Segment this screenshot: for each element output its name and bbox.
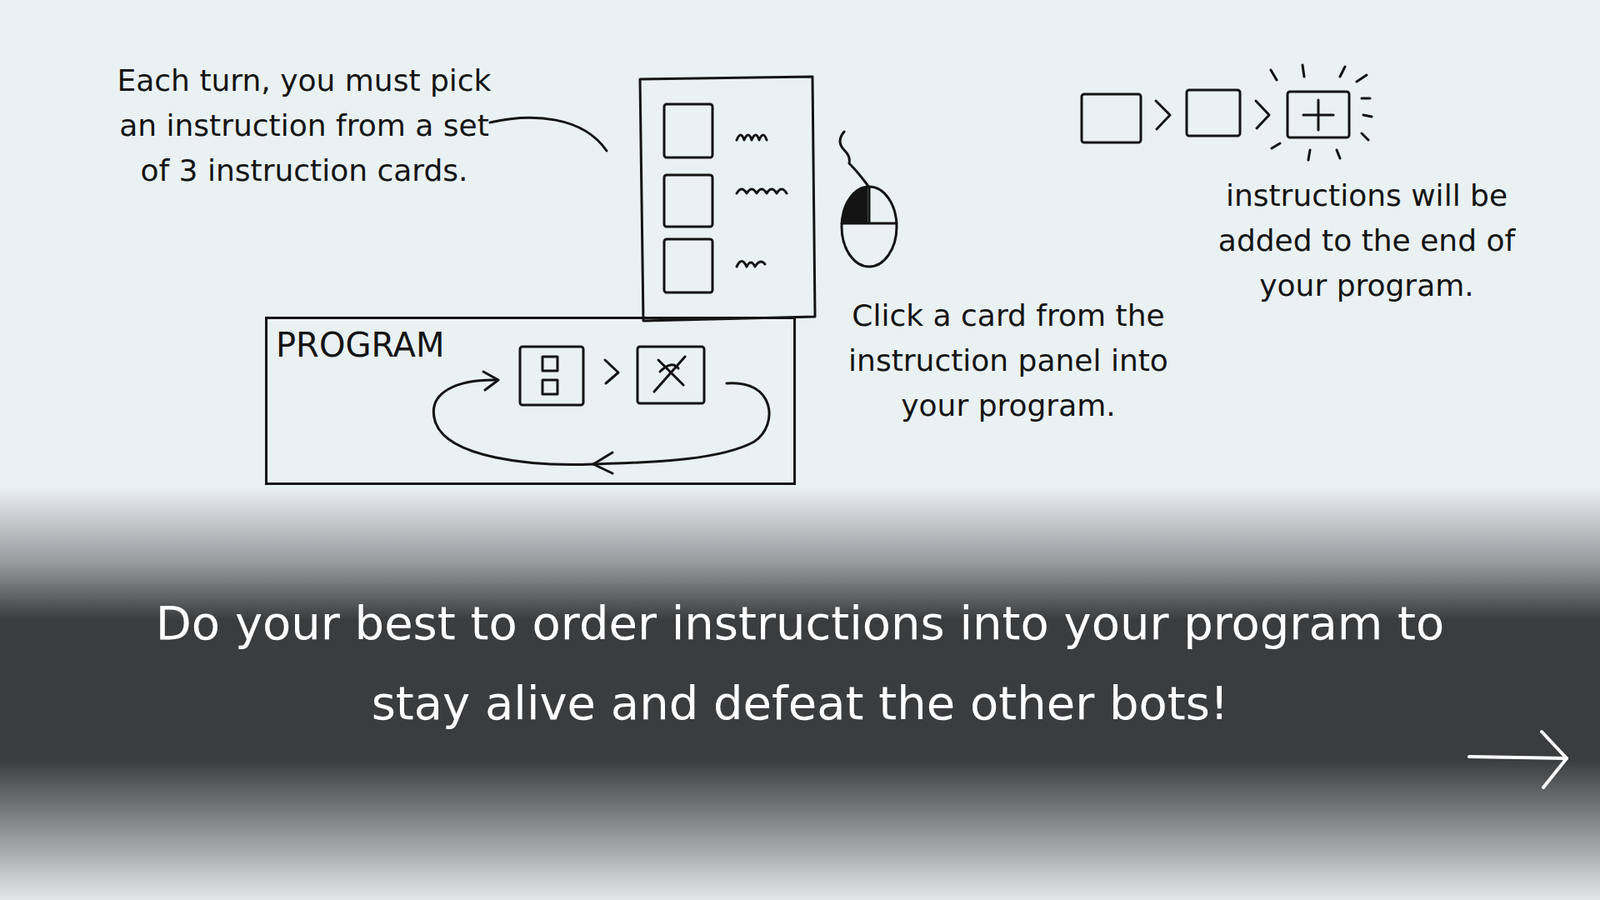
instruction-note: Each turn, you must pick an instruction … <box>116 58 492 194</box>
instruction-panel <box>640 76 815 321</box>
program-panel: PROGRAM <box>265 316 796 485</box>
program-sequence <box>1081 65 1372 160</box>
mouse-icon <box>840 131 897 267</box>
click-note: Click a card from the instruction panel … <box>820 293 1196 429</box>
leader-line <box>490 117 607 151</box>
append-note: instructions will be added to the end of… <box>1200 173 1534 309</box>
panel-heading: PROGRAM <box>275 325 445 365</box>
next-arrow <box>1469 731 1567 788</box>
program-illustration <box>433 346 770 474</box>
caption-text: Do your best to order instructions into … <box>100 583 1500 744</box>
